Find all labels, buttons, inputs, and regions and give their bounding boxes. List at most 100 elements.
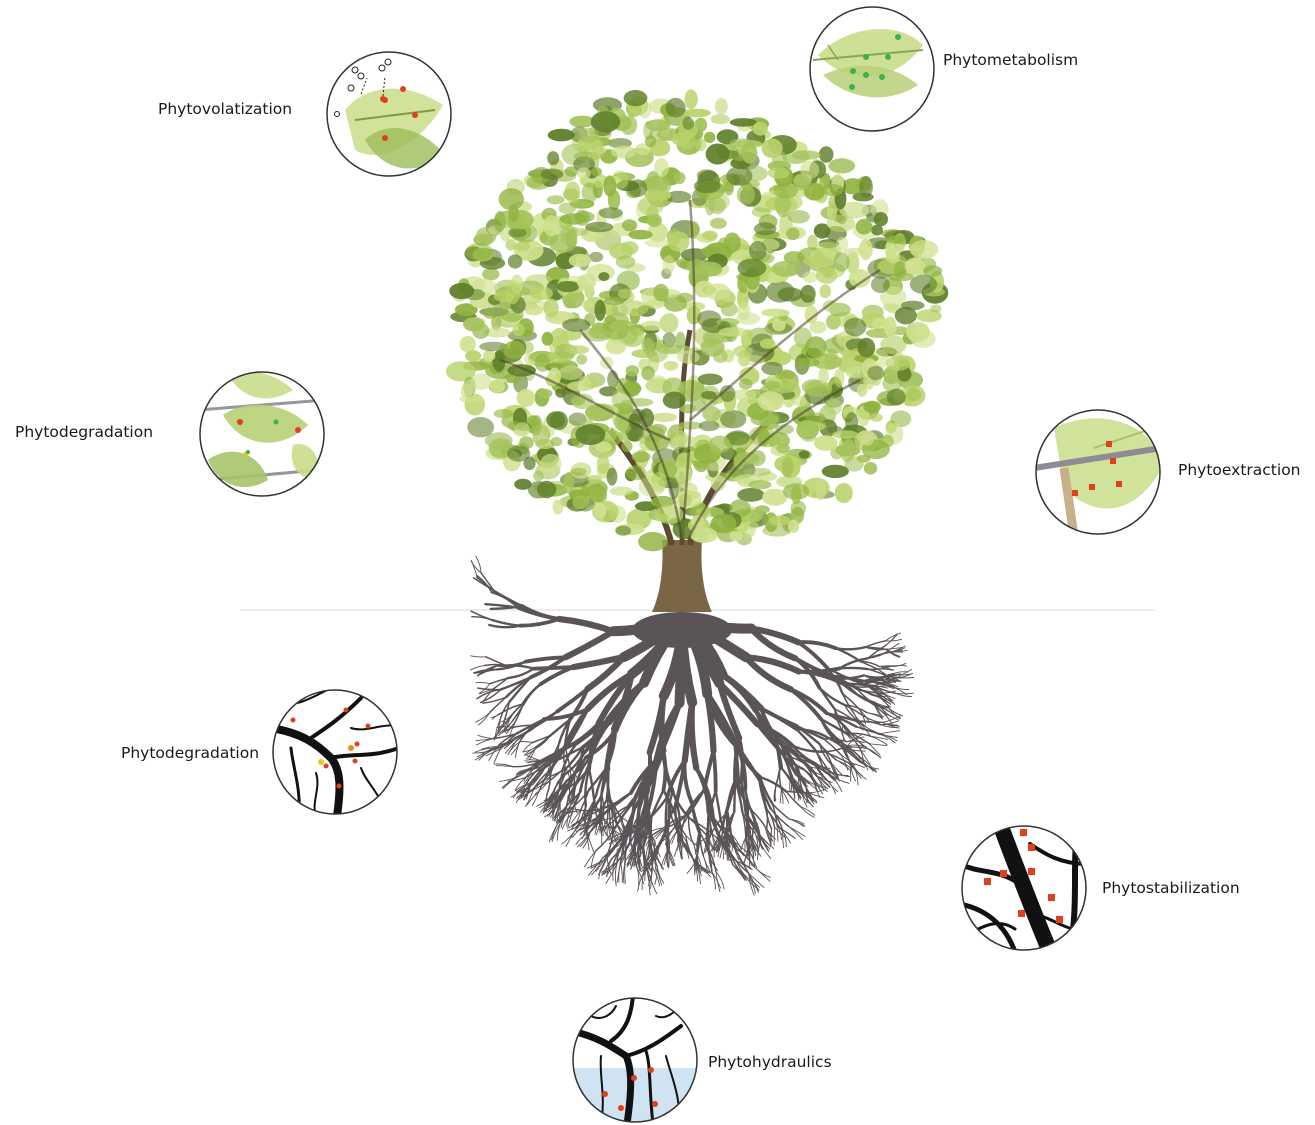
foliage-blob [803,255,831,266]
root-branch [471,611,492,620]
foliage-blob [621,301,649,317]
foliage-blob [564,345,589,354]
contaminant-dot [618,1105,624,1111]
root-branch [774,828,775,845]
foliage-blob [594,300,605,321]
foliage-blob [859,176,873,198]
foliage-blob [809,321,826,334]
foliage-blob [494,211,506,232]
foliage-blob [660,313,679,333]
inset-phytodegradation-leaf [198,370,326,498]
root-branch [689,817,692,838]
foliage-blob [863,401,881,413]
root-branch [625,865,626,884]
foliage-blob [887,389,906,406]
contaminant-square [1018,910,1025,917]
contaminant-dot [652,1101,658,1107]
root-branch [714,751,716,791]
foliage-blob [762,139,783,159]
foliage-blob [713,349,728,362]
foliage-blob [645,239,672,248]
foliage-blob [819,146,834,163]
foliage-blob [699,421,720,432]
foliage-blob [638,532,667,551]
foliage-blob [553,499,564,514]
root-crown [632,612,732,648]
foliage-blob [764,381,780,390]
foliage-blob [845,412,858,433]
contaminant-dot [382,97,388,103]
root-branch [716,791,721,822]
foliage-blob [761,309,789,317]
foliage-blob [769,516,791,527]
root-branch [883,713,898,720]
metabolite-dot [885,54,891,60]
foliage-blob [508,254,523,268]
foliage-blob [628,179,648,197]
foliage-blob [604,297,625,305]
foliage-blob [788,520,799,533]
foliage-blob [706,144,730,165]
root-branch [801,807,815,815]
root-branch [559,619,613,631]
foliage-blob [573,496,589,510]
inset-phytovolatization [325,50,453,178]
metabolite-dot [863,72,869,78]
foliage-blob [783,483,809,500]
foliage-blob [870,413,883,421]
inset-phytostabilization [960,824,1088,952]
root-branch [789,826,803,839]
foliage-blob [624,90,648,106]
metabolite-dot [274,420,279,425]
foliage-blob [833,252,849,272]
foliage-blob [620,241,638,255]
foliage-blob [894,261,907,279]
foliage-blob [483,350,495,362]
foliage-blob [867,366,884,380]
contaminant-square [984,878,991,885]
foliage-blob [543,299,558,318]
foliage-blob [719,327,748,336]
foliage-blob [859,239,873,260]
foliage-blob [645,342,668,363]
foliage-blob [856,219,873,235]
foliage-blob [548,129,575,142]
foliage-blob [646,119,670,131]
foliage-blob [507,364,536,376]
contaminant-dot [237,419,243,425]
tree-canopy [446,90,948,552]
foliage-blob [818,368,829,384]
foliage-blob [708,197,726,214]
foliage-blob [711,114,730,124]
tree-trunk [652,540,712,612]
root-branch [621,863,623,883]
foliage-blob [577,274,596,290]
foliage-blob [611,146,636,159]
foliage-blob [799,450,810,458]
contaminant-dot [382,135,388,141]
contaminant-square [1056,916,1063,923]
foliage-blob [575,424,605,445]
foliage-blob [730,118,757,127]
foliage-blob [832,430,858,439]
foliage-blob [677,351,700,364]
contaminant-dot [318,759,324,765]
root-branch [566,831,575,847]
foliage-blob [816,479,826,501]
foliage-blob [607,468,618,486]
foliage-blob [836,237,848,252]
contaminant-dot [366,724,371,729]
root-branch [851,765,861,779]
foliage-blob [507,446,530,462]
foliage-blob [715,98,728,114]
contaminant-square [1116,481,1122,487]
foliage-blob [755,505,770,513]
foliage-blob [802,271,817,283]
foliage-blob [570,468,586,476]
contaminant-dot [631,1075,637,1081]
metabolite-dot [879,74,885,80]
foliage-blob [547,195,565,204]
foliage-blob [628,230,652,240]
foliage-blob [449,283,474,299]
foliage-blob [709,436,731,454]
